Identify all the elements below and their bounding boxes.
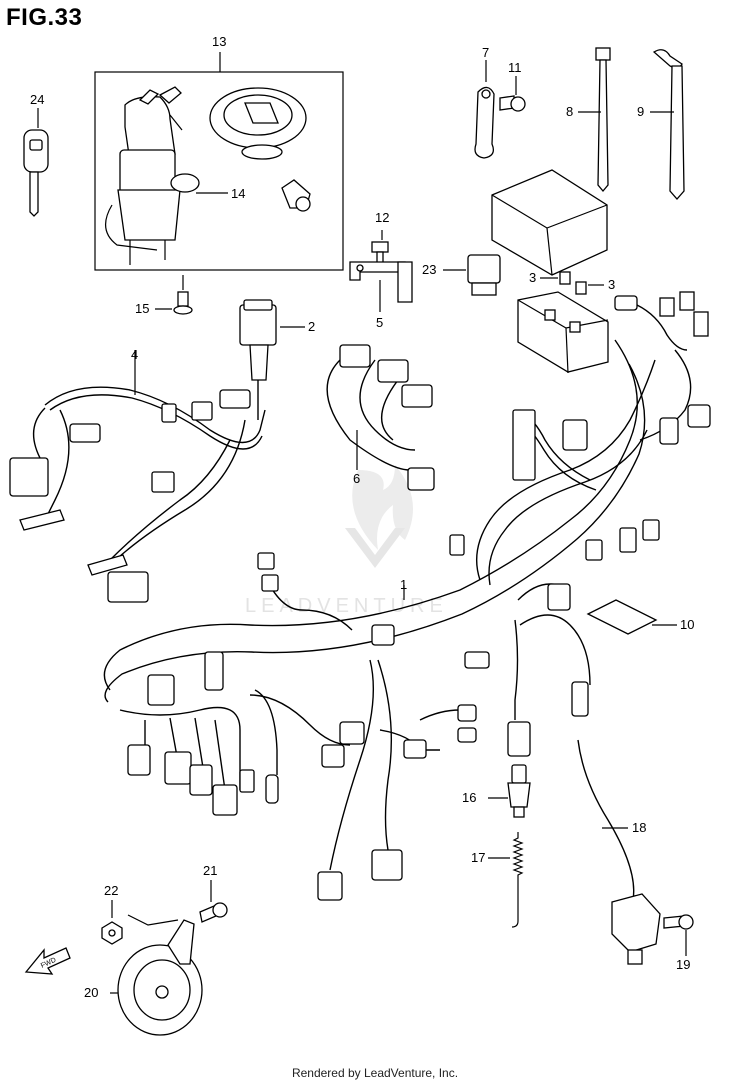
callout-24: 24 — [30, 92, 44, 107]
bolt-part-11 — [499, 76, 526, 112]
footer-credit: Rendered by LeadVenture, Inc. — [291, 1066, 459, 1080]
main-wiring-harness — [103, 291, 711, 901]
horn-part-20 — [110, 914, 203, 1036]
cable-tie-part-9 — [650, 49, 685, 200]
callout-2: 2 — [308, 319, 315, 334]
callout-23: 23 — [422, 262, 436, 277]
relay-part-23 — [443, 254, 501, 296]
cable-tie-part-8 — [578, 47, 611, 193]
bracket-part-5 — [349, 261, 413, 312]
callout-20: 20 — [84, 985, 98, 1000]
bolt-part-12 — [371, 230, 389, 265]
sub-harness-part-6 — [326, 344, 435, 491]
key-part-24 — [23, 108, 49, 217]
callout-3a: 3 — [529, 270, 536, 285]
watermark-text: LEADVENTURE — [245, 595, 448, 617]
sensor-part-18 — [577, 739, 661, 965]
fuse-part-3b — [575, 281, 604, 295]
switch-part-16 — [488, 764, 531, 818]
callout-13: 13 — [212, 34, 226, 49]
callout-4: 4 — [131, 347, 138, 362]
bolt-part-21 — [199, 880, 228, 923]
fwd-arrow-icon: FWD — [24, 947, 71, 975]
callout-11: 11 — [508, 60, 522, 75]
figure-title: FIG.33 — [6, 4, 83, 31]
screw-part-15 — [155, 275, 193, 315]
callout-19: 19 — [676, 957, 690, 972]
fuse-part-3a — [540, 271, 571, 285]
label-part-10 — [586, 599, 677, 635]
callout-10: 10 — [680, 617, 694, 632]
connector-part-2 — [239, 299, 305, 420]
bolt-part-19 — [663, 914, 694, 956]
callout-16: 16 — [462, 790, 476, 805]
callout-17: 17 — [471, 850, 485, 865]
callout-15: 15 — [135, 301, 149, 316]
ignition-switch-set-box — [94, 52, 344, 271]
nut-part-22 — [101, 900, 123, 945]
watermark: LEADVENTURE — [245, 465, 448, 617]
sub-harness-part-4 — [9, 350, 266, 603]
fuse-box — [517, 291, 609, 374]
callout-9: 9 — [637, 104, 644, 119]
callout-7: 7 — [482, 45, 489, 60]
callout-5: 5 — [376, 315, 383, 330]
callout-22: 22 — [104, 883, 118, 898]
callout-21: 21 — [203, 863, 217, 878]
callout-14: 14 — [231, 186, 245, 201]
callout-1: 1 — [400, 577, 407, 592]
spring-part-17 — [488, 832, 524, 928]
bracket-part-7 — [474, 60, 495, 159]
callout-8: 8 — [566, 104, 573, 119]
callout-3b: 3 — [608, 277, 615, 292]
callout-12: 12 — [375, 210, 389, 225]
callout-6: 6 — [353, 471, 360, 486]
callout-18: 18 — [632, 820, 646, 835]
control-unit-box — [491, 169, 608, 276]
